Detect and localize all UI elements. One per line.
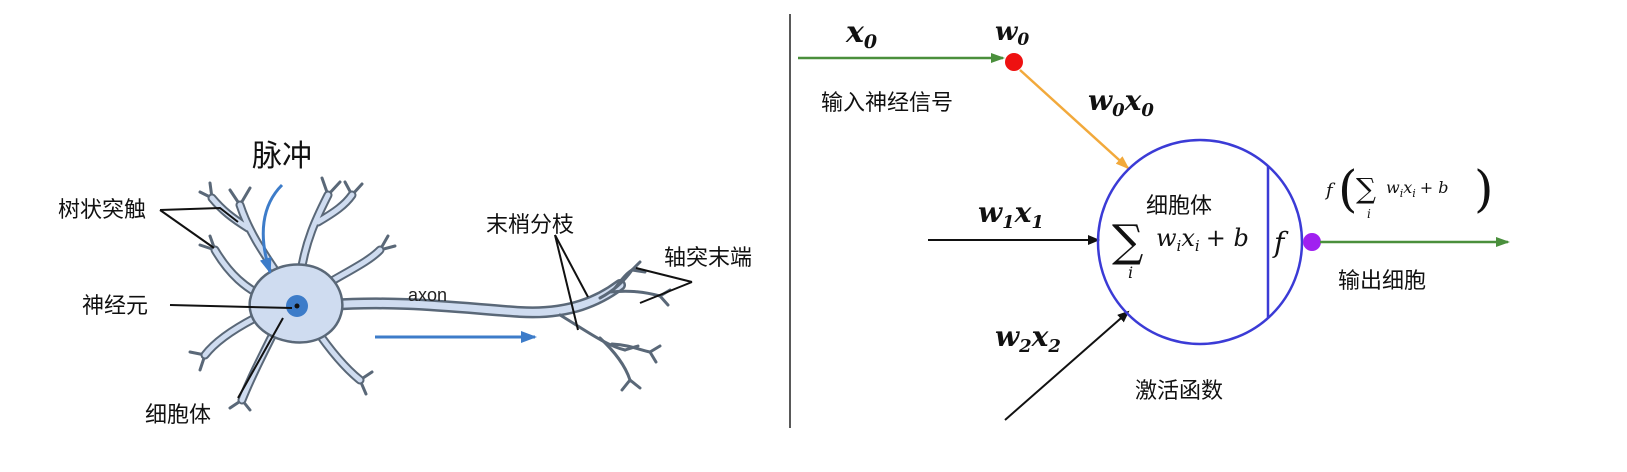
- cell-body-circle: [1096, 138, 1304, 346]
- biological-neuron: 脉冲 树状突触 神经元 细胞体 axon 末梢分枝 轴突末端: [58, 139, 752, 428]
- w0x0-label: w0x0: [1088, 84, 1154, 121]
- sum-symbol: ∑: [1112, 216, 1143, 267]
- svg-text:wixi+ b: wixi+ b: [1386, 178, 1449, 200]
- axon-terminal-label: 轴突末端: [664, 246, 752, 271]
- w1x1-label: w1x1: [978, 196, 1044, 233]
- sum-term: wixi+ b: [1156, 224, 1249, 255]
- svg-text:i: i: [1367, 207, 1371, 221]
- dendrite-fine: [188, 176, 397, 412]
- dendrite-label: 树状突触: [58, 198, 146, 223]
- output-label: 输出细胞: [1338, 269, 1426, 294]
- w0-label: w0: [995, 17, 1029, 50]
- terminal-branch-label: 末梢分枝: [486, 213, 574, 238]
- activation-label: 激活函数: [1135, 379, 1223, 404]
- w0x0-line: [1019, 69, 1130, 170]
- cell-body-label: 细胞体: [1146, 194, 1212, 219]
- pulse-label: 脉冲: [252, 139, 312, 174]
- nucleus-label: 神经元: [82, 294, 148, 319]
- w0-node: [1005, 53, 1023, 71]
- w2x2-label: w2x2: [995, 320, 1061, 357]
- sum-formula: ∑ i wixi+ b: [1112, 216, 1249, 282]
- svg-text:): ): [1474, 160, 1494, 218]
- svg-text:∑: ∑: [1356, 172, 1376, 205]
- svg-text:(: (: [1338, 160, 1358, 218]
- input-signal-label: 输入神经信号: [821, 91, 953, 116]
- x0-label: x0: [845, 15, 877, 53]
- artificial-neuron-model: x0 w0 输入神经信号 w0x0 w1x1 w2x2 细胞体 ∑ i: [798, 15, 1510, 421]
- axon-label: axon: [408, 285, 447, 305]
- output-node: [1303, 233, 1321, 251]
- output-formula: f ( ∑ i wixi+ b ): [1324, 160, 1494, 221]
- sum-index: i: [1128, 263, 1133, 282]
- axon-terminals: [558, 260, 672, 392]
- activation-f: f: [1272, 226, 1289, 259]
- svg-text:f: f: [1324, 180, 1336, 201]
- cell-body-label: 细胞体: [145, 403, 211, 428]
- leader-lines: [159, 206, 693, 399]
- w2x2-line: [1004, 310, 1130, 421]
- pulse-arrow: [259, 183, 284, 274]
